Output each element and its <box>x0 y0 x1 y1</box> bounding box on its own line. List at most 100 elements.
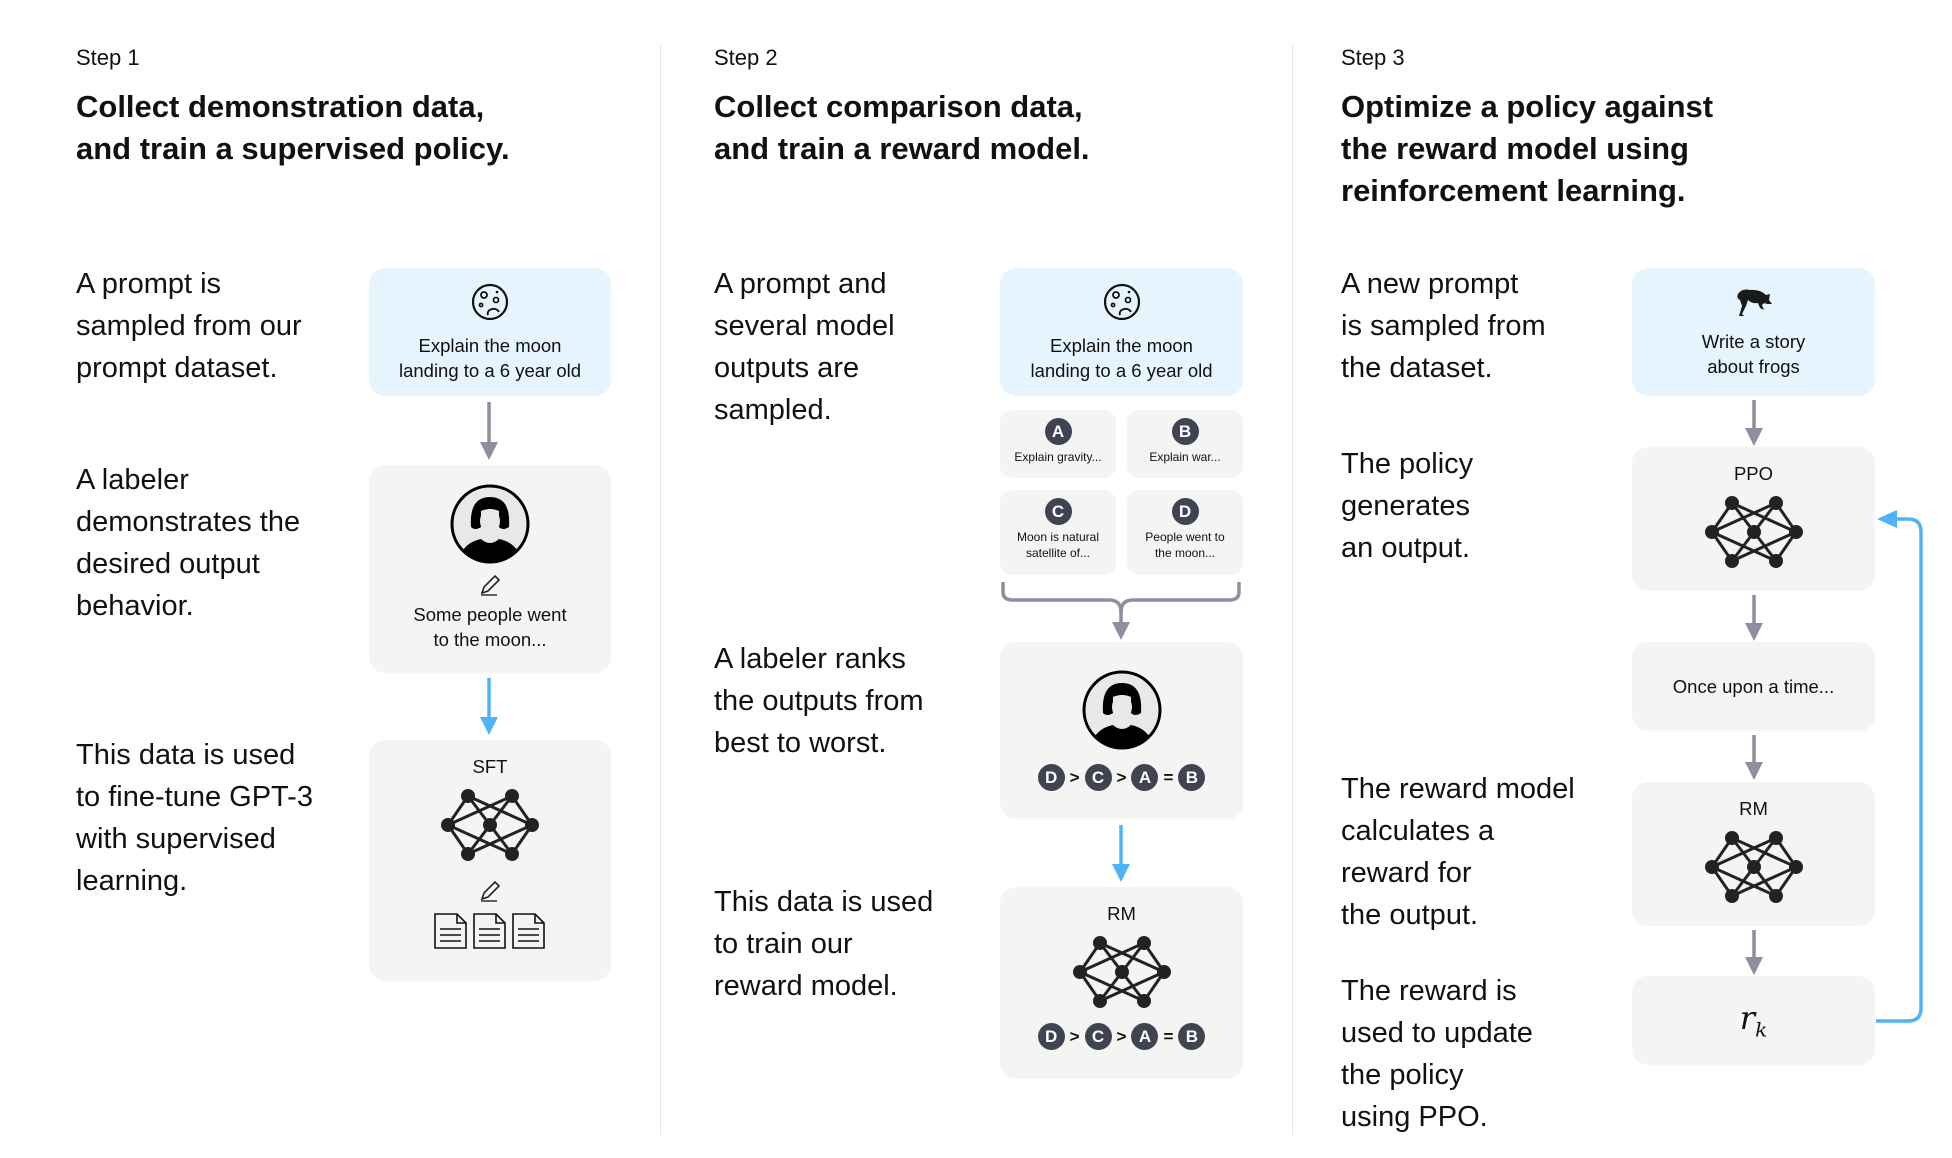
rank-operator: > <box>1116 767 1127 787</box>
labeler-avatar-icon <box>1082 670 1161 750</box>
network-node <box>1136 936 1151 950</box>
network-edge <box>447 794 513 827</box>
network-node <box>1724 889 1739 903</box>
sft-label: SFT <box>472 756 508 777</box>
arrow-gray <box>1745 930 1763 975</box>
network-edge <box>1078 970 1145 1003</box>
rank-badge: D <box>1037 764 1065 791</box>
step-1-desc-3: This data is used to fine-tune GPT-3 wit… <box>76 739 313 897</box>
network-edge <box>1710 865 1777 898</box>
ranking: D> C> A= B <box>1000 764 1243 791</box>
output-text: Explain gravity... <box>1014 450 1102 464</box>
network-node <box>461 789 475 803</box>
arrow-gray <box>1745 595 1763 641</box>
step-3-rm-box: RM <box>1632 782 1875 926</box>
demonstration-text: Some people went to the moon... <box>413 604 567 650</box>
arrow-head <box>1112 864 1130 882</box>
arrow-head <box>1745 957 1763 975</box>
neural-network-icon <box>1072 936 1171 1008</box>
arrow-gray <box>1112 610 1130 640</box>
step-1-prompt-box: Explain the moon landing to a 6 year old <box>369 268 611 396</box>
step-3-ppo-box: PPO <box>1632 447 1875 591</box>
network-node <box>1768 496 1783 510</box>
network-node <box>1114 965 1129 979</box>
reward-subscript: k <box>1755 1017 1768 1042</box>
step-3-desc-1: A new prompt is sampled from the dataset… <box>1341 268 1546 384</box>
output-d-box: D People went to the moon... <box>1127 490 1243 575</box>
rank-operator: = <box>1163 1026 1174 1046</box>
network-node <box>1724 496 1739 510</box>
prompt-text: Explain the moon landing to a 6 year old <box>1030 335 1213 381</box>
arrow-gray <box>1745 400 1763 446</box>
ranking: D> C> A= B <box>1000 1023 1243 1050</box>
network-node <box>1704 860 1719 874</box>
arrow-blue <box>480 678 498 735</box>
rank-badge: C <box>1084 764 1112 791</box>
arrow-head <box>1745 623 1763 641</box>
network-edge <box>447 823 513 856</box>
network-node <box>1072 965 1087 979</box>
step-1-title: Collect demonstration data, and train a … <box>76 89 510 166</box>
network-edge <box>1710 501 1777 534</box>
output-b-box: B Explain war... <box>1127 410 1243 478</box>
rank-badge: A <box>1131 1023 1159 1050</box>
network-node <box>1136 994 1151 1008</box>
output-c-box: C Moon is natural satellite of... <box>1000 490 1116 575</box>
network-node <box>1768 889 1783 903</box>
divider <box>1292 44 1293 1135</box>
neural-network-icon <box>441 789 539 861</box>
network-node <box>1092 936 1107 950</box>
divider <box>660 44 661 1135</box>
network-node <box>1704 525 1719 539</box>
frog-icon <box>1736 289 1772 316</box>
network-node <box>1788 525 1803 539</box>
step-1-sft-box: SFT <box>369 740 611 981</box>
reward-r: r <box>1739 999 1756 1038</box>
rank-operator: > <box>1069 767 1080 787</box>
rank-operator: > <box>1116 1026 1127 1046</box>
network-node <box>1092 994 1107 1008</box>
network-node <box>483 818 497 832</box>
step-3-title: Optimize a policy against the reward mod… <box>1341 89 1714 208</box>
step-3-label: Step 3 <box>1341 45 1405 70</box>
output-badge: B <box>1171 418 1199 445</box>
ppo-label: PPO <box>1733 463 1774 484</box>
step-2-rm-box: RM D> C> A= B <box>1000 887 1243 1079</box>
arrow-head <box>1112 622 1130 640</box>
step-3-desc-3: The reward model calculates a reward for… <box>1341 773 1575 931</box>
network-edge <box>1710 530 1777 563</box>
step-1-label: Step 1 <box>76 45 140 70</box>
feedback-loop-arrow <box>1876 517 1923 1023</box>
neural-network-icon <box>1704 831 1803 903</box>
network-node <box>1156 965 1171 979</box>
network-node <box>505 847 519 861</box>
step-2-desc-2: A labeler ranks the outputs from best to… <box>714 643 924 759</box>
neural-network-icon <box>1704 496 1803 568</box>
output-badge: A <box>1044 418 1072 445</box>
prompt-text: Write a story about frogs <box>1701 331 1806 377</box>
step-1-desc-2: A labeler demonstrates the desired outpu… <box>76 464 301 622</box>
step-2-label: Step 2 <box>714 45 778 70</box>
step-2-desc-3: This data is used to train our reward mo… <box>714 886 934 1002</box>
rank-operator: > <box>1069 1026 1080 1046</box>
step-2-title: Collect comparison data, and train a rew… <box>714 89 1090 166</box>
output-badge: D <box>1171 498 1199 525</box>
network-edge <box>1710 836 1777 869</box>
network-node <box>1768 831 1783 845</box>
moon-icon <box>471 283 509 321</box>
output-text: Explain war... <box>1149 450 1221 464</box>
feedback-arrowhead <box>1877 510 1897 528</box>
network-node <box>461 847 475 861</box>
network-node <box>1788 860 1803 874</box>
rm-label: RM <box>1107 903 1136 924</box>
rank-badge: D <box>1037 1023 1065 1050</box>
rank-badge: B <box>1178 1023 1206 1050</box>
pencil-icon <box>480 880 501 902</box>
moon-icon <box>1103 283 1140 321</box>
rank-operator: = <box>1163 767 1174 787</box>
reward-symbol: rk <box>1740 999 1767 1041</box>
rank-badge: B <box>1178 764 1206 791</box>
network-node <box>505 789 519 803</box>
arrow-head <box>480 717 498 735</box>
